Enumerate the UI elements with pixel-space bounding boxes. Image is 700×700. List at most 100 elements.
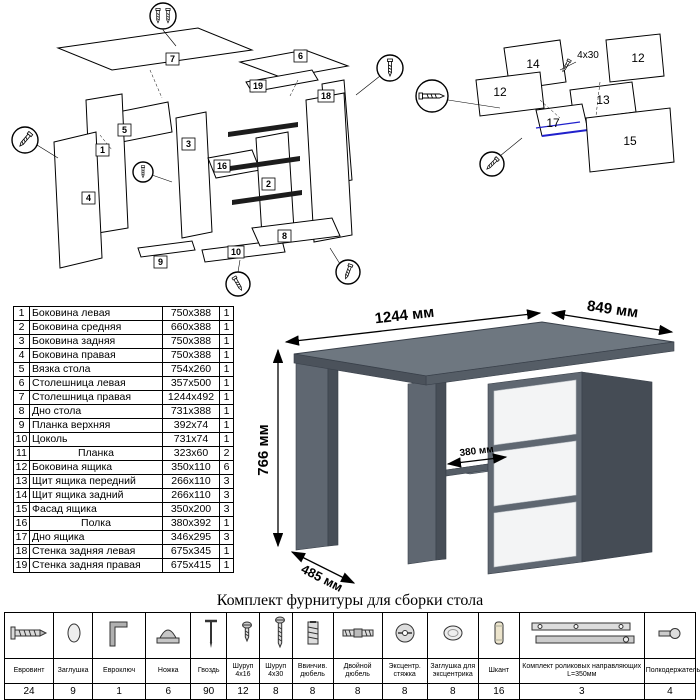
part-num: 4 [13,348,30,363]
hw-icon-cell [190,612,228,659]
part-name: Боковина правая [29,348,163,363]
cam-cover-icon [443,625,463,641]
nail-icon [205,619,218,648]
part-name: Дно стола [29,404,163,419]
hw-qty: 16 [477,683,520,700]
dim-width-label: 1244 мм [374,304,435,328]
cam-lock-icon [395,623,415,643]
hw-icon-cell [145,612,192,659]
part-qty: 3 [219,488,234,503]
part-qty: 1 [219,544,234,559]
wood-dowel-icon [494,621,504,645]
panel-bottom [251,217,341,247]
fastener-callout [355,54,404,96]
svg-text:16: 16 [217,161,227,171]
svg-text:4x30: 4x30 [577,50,599,61]
part-num: 8 [13,404,30,419]
part-qty: 1 [219,334,234,349]
exploded-drawer-diagram: 4x30 14 12 12 13 17 15 [415,33,675,177]
part-num: 15 [13,502,30,517]
part-qty: 1 [219,362,234,377]
hw-name: Заглушка [53,658,94,684]
svg-text:4: 4 [86,193,91,203]
part-name: Вязка стола [29,362,163,377]
hw-qty: 8 [332,683,383,700]
part-size: 675x345 [162,544,220,559]
part-name: Полка [29,516,163,531]
hardware-kit-table: Евровинт Заглушка Евроключ Ножка Гвоздь … [3,612,700,700]
exploded-desk-diagram: 7 6 19 18 5 1 4 3 16 2 9 10 8 [11,2,404,297]
panel-side-middle [175,111,213,239]
drawer-slide [230,156,300,171]
hw-icon-cell [332,612,383,659]
hw-qty: 90 [190,683,228,700]
drawer-facade-panel [585,107,675,173]
hw-qty: 8 [381,683,428,700]
drawer-front [493,440,577,507]
dim-depth-label: 849 мм [586,298,639,322]
svg-text:18: 18 [321,91,331,101]
drawer-slide [228,122,298,137]
screw-size-note: 4x30 [559,50,599,73]
drawer-front [493,501,577,568]
hw-icon-cell [477,612,520,659]
part-qty: 1 [219,404,234,419]
part-size: 731x74 [162,432,220,447]
part-qty: 2 [219,446,234,461]
part-num: 17 [13,530,30,545]
part-size: 266x110 [162,474,220,489]
drawer-unit-side [581,371,653,563]
part-number-labels: 14 12 12 13 17 15 [493,51,645,148]
svg-text:17: 17 [546,116,560,130]
part-size: 750x388 [162,306,220,321]
svg-text:3: 3 [186,139,191,149]
desk-body [293,321,675,575]
svg-text:2: 2 [266,179,271,189]
svg-text:10: 10 [231,247,241,257]
hw-qty: 24 [3,683,55,700]
drawer-side-panel [475,71,545,117]
hw-name: Гвоздь [190,658,228,684]
screw-4x30-icon [274,616,285,649]
part-size: 323x60 [162,446,220,461]
svg-text:12: 12 [493,85,507,99]
part-num: 12 [13,460,30,475]
part-qty: 3 [219,474,234,489]
dimension-lines: 1244 мм 849 мм 766 мм 485 мм 380 мм [255,298,674,595]
drawer-front [493,379,577,446]
fastener-callout [132,161,173,183]
part-qty: 1 [219,516,234,531]
part-name: Дно ящика [29,530,163,545]
part-qty: 3 [219,502,234,517]
part-size: 660x388 [162,320,220,335]
hardware-qty-row: 24 9 1 6 90 12 8 8 8 8 8 16 3 4 [3,683,697,700]
roller-guides-icon [531,622,635,644]
hw-icon-cell [518,612,645,659]
part-name: Столешница левая [29,376,163,391]
svg-text:15: 15 [623,134,637,148]
confirmat-screw-icon [10,626,48,640]
screw-in-dowel-icon [307,621,319,645]
part-qty: 1 [219,320,234,335]
svg-text:1: 1 [100,145,105,155]
part-size: 346x295 [162,530,220,545]
dim-height-label: 766 мм [255,424,272,475]
exploded-diagrams: 7 6 19 18 5 1 4 3 16 2 9 10 8 [11,2,675,297]
part-name: Столешница правая [29,390,163,405]
drawer-bottom-highlight [535,121,581,129]
hw-name: Шкант [477,658,520,684]
